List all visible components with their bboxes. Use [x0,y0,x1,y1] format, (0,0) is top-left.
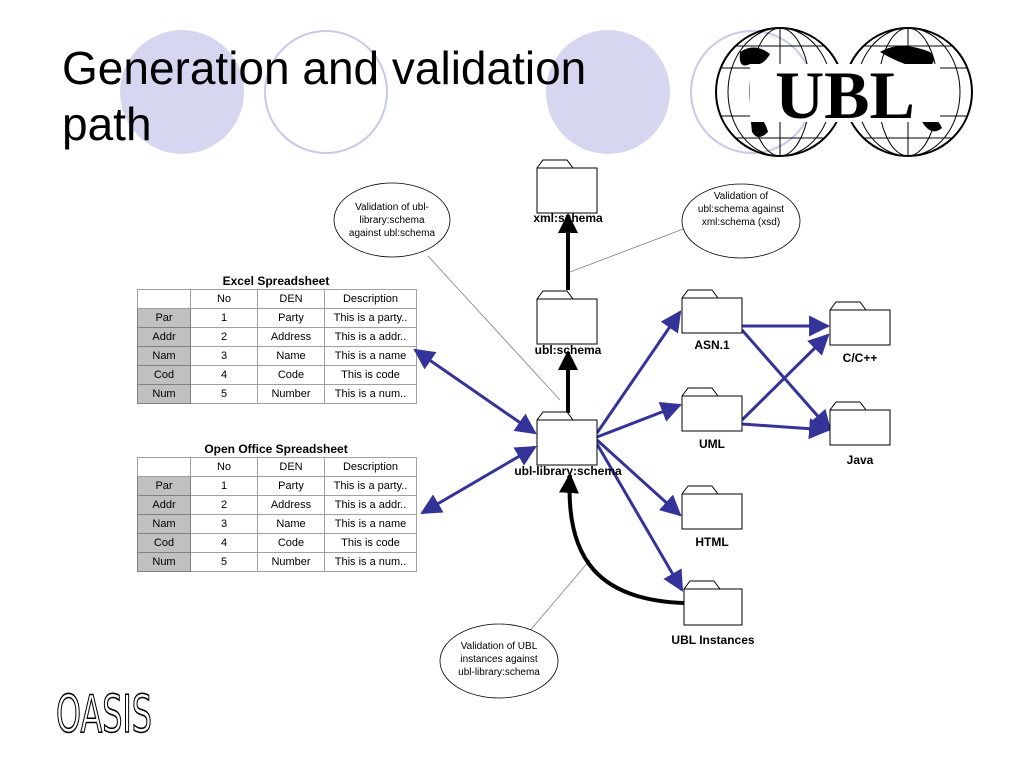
arrow-library-asn1 [595,310,682,434]
cell-den: Address [257,327,325,347]
excel-corner-cell [137,289,191,309]
callout-line-xsd [569,227,687,273]
excel-header-description: Description [324,289,417,309]
openoffice-table: No DEN Description Par 1 Party This is a… [137,457,417,572]
node-label-html: HTML [695,535,728,549]
table-row: Addr 2 Address This is a addr.. [137,495,417,515]
arrow-uml-cpp [740,333,830,422]
bubble-text-line: ubl-library:schema [458,667,540,678]
node-label-uml: UML [699,437,725,451]
table-row: Num 5 Number This is a num.. [137,552,417,572]
openoffice-spreadsheet-title: Open Office Spreadsheet [204,442,348,456]
table-row: Par 1 Party This is a party.. [137,308,417,328]
ubl-logo-text: UBL [775,57,915,133]
bubble-text-line: ubl:schema against [698,204,784,215]
table-row: Addr 2 Address This is a addr.. [137,327,417,347]
cell-no: 2 [190,495,258,515]
arrow-library-html [595,438,682,517]
node-label-java: Java [847,453,874,467]
excel-spreadsheet-title: Excel Spreadsheet [222,274,330,288]
cell-no: 1 [190,476,258,496]
cell-den: Code [257,533,325,553]
row-header: Cod [137,533,191,553]
cell-description: This is a num.. [324,552,417,572]
arrow-excel-library [413,348,537,435]
bubble-schema-vs-xsd [681,183,801,259]
cell-description: This is a addr.. [324,495,417,515]
arrow-uml-java [741,418,831,440]
cell-description: This is a addr.. [324,327,417,347]
node-label-ubl-instances: UBL Instances [671,633,754,647]
cell-no: 4 [190,533,258,553]
row-header: Addr [137,495,191,515]
callout-line-instances [521,559,591,641]
arrow-library-instances [595,443,684,592]
cell-description: This is code [324,533,417,553]
node-label-cpp: C/C++ [843,351,878,365]
table-row: Num 5 Number This is a num.. [137,384,417,404]
folder-icon-uml [681,387,743,432]
cell-description: This is a party.. [324,476,417,496]
node-label-ubl-schema: ubl:schema [535,343,602,357]
cell-description: This is code [324,365,417,385]
node-label-xml-schema: xml:schema [533,211,603,225]
folder-icon-html [681,485,743,530]
decorative-ring-1 [264,30,388,154]
ubl-logo: UBL [715,27,973,157]
table-row: Cod 4 Code This is code [137,365,417,385]
cell-no: 3 [190,514,258,534]
node-label-asn1: ASN.1 [694,338,730,352]
bubble-text-line: Validation of UBL [461,641,538,652]
bubble-text-line: xml:schema (xsd) [702,217,780,228]
decorative-circle-2 [546,30,670,154]
cell-den: Number [257,384,325,404]
cell-den: Party [257,476,325,496]
cell-description: This is a name [324,514,417,534]
arrow-openoffice-library [420,445,537,515]
bubble-text-line: against ubl:schema [349,228,436,239]
bubble-text-line: library:schema [359,215,424,226]
cell-description: This is a party.. [324,308,417,328]
openoffice-spreadsheet: Open Office Spreadsheet No DEN Descripti… [137,442,417,572]
slide-title: Generation and validation path [62,42,587,150]
cell-den: Party [257,308,325,328]
excel-spreadsheet: Excel Spreadsheet No DEN Description Par… [137,274,417,404]
node-label-ubl-library-schema: ubl-library:schema [514,464,622,478]
bubble-text-line: instances against [460,654,537,665]
folder-icon-ubl-instances [683,580,743,626]
bubble-instances-vs-library [439,623,559,699]
cell-no: 2 [190,327,258,347]
cell-description: This is a num.. [324,384,417,404]
openoffice-header-den: DEN [257,457,325,477]
openoffice-header-no: No [190,457,258,477]
oasis-logo-text: OASIS [56,685,152,738]
bubble-text-line: Validation of [714,191,769,202]
bubble-text-line: Validation of ubl- [355,202,429,213]
bubble-library-vs-schema [333,182,451,258]
arrow-instances-library [558,473,685,605]
callout-line-library [427,255,561,401]
row-header: Num [137,552,191,572]
table-row: Cod 4 Code This is code [137,533,417,553]
arrow-asn1-java [740,329,832,432]
folder-icon-java [829,401,891,446]
cell-no: 1 [190,308,258,328]
arrow-library-uml [596,402,682,439]
decorative-circle-1 [120,30,244,154]
cell-no: 4 [190,365,258,385]
folder-icon-asn1 [681,289,743,334]
cell-no: 5 [190,384,258,404]
folder-icon-cpp [829,301,891,346]
excel-table: No DEN Description Par 1 Party This is a… [137,289,417,404]
oasis-logo: OASIS [56,684,153,738]
cell-den: Number [257,552,325,572]
excel-header-den: DEN [257,289,325,309]
row-header: Par [137,308,191,328]
